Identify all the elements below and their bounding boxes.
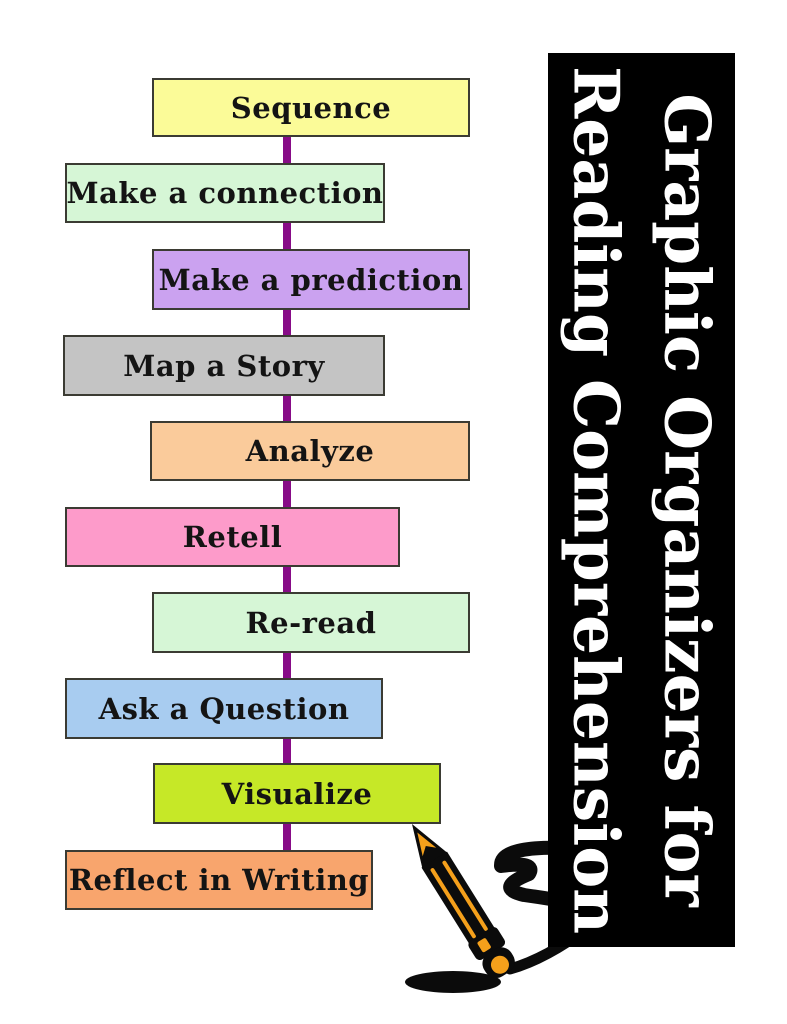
flow-box-label: Analyze xyxy=(245,434,375,468)
flow-box-reflect-in-writing: Reflect in Writing xyxy=(65,850,373,910)
flow-box-make-a-prediction: Make a prediction xyxy=(152,249,470,310)
flow-box-label: Reflect in Writing xyxy=(68,863,370,897)
flow-box-label: Visualize xyxy=(221,776,373,811)
flow-box-analyze: Analyze xyxy=(150,421,470,481)
flow-box-label: Make a connection xyxy=(66,176,384,210)
flow-box-ask-a-question: Ask a Question xyxy=(65,678,383,739)
connector-line xyxy=(283,100,291,882)
flow-box-label: Re-read xyxy=(245,605,377,640)
pencil-shadow xyxy=(405,971,501,993)
flow-box-label: Make a prediction xyxy=(158,262,464,297)
flow-box-label: Retell xyxy=(182,520,283,554)
title-banner: Graphic Organizers for Reading Comprehen… xyxy=(548,53,735,947)
pencil-icon xyxy=(412,824,515,979)
flow-box-label: Map a Story xyxy=(123,348,325,383)
flow-box-retell: Retell xyxy=(65,507,400,567)
flow-box-label: Sequence xyxy=(230,90,392,125)
flow-box-sequence: Sequence xyxy=(152,78,470,137)
flow-box-re-read: Re-read xyxy=(152,592,470,653)
flow-box-visualize: Visualize xyxy=(153,763,441,824)
banner-line-2: Reading Comprehension xyxy=(559,65,634,935)
flow-box-map-a-story: Map a Story xyxy=(63,335,385,396)
banner-rotated-text: Graphic Organizers for Reading Comprehen… xyxy=(548,53,735,947)
banner-line-1: Graphic Organizers for xyxy=(650,93,725,907)
flow-box-make-a-connection: Make a connection xyxy=(65,163,385,223)
flow-box-label: Ask a Question xyxy=(98,691,350,726)
